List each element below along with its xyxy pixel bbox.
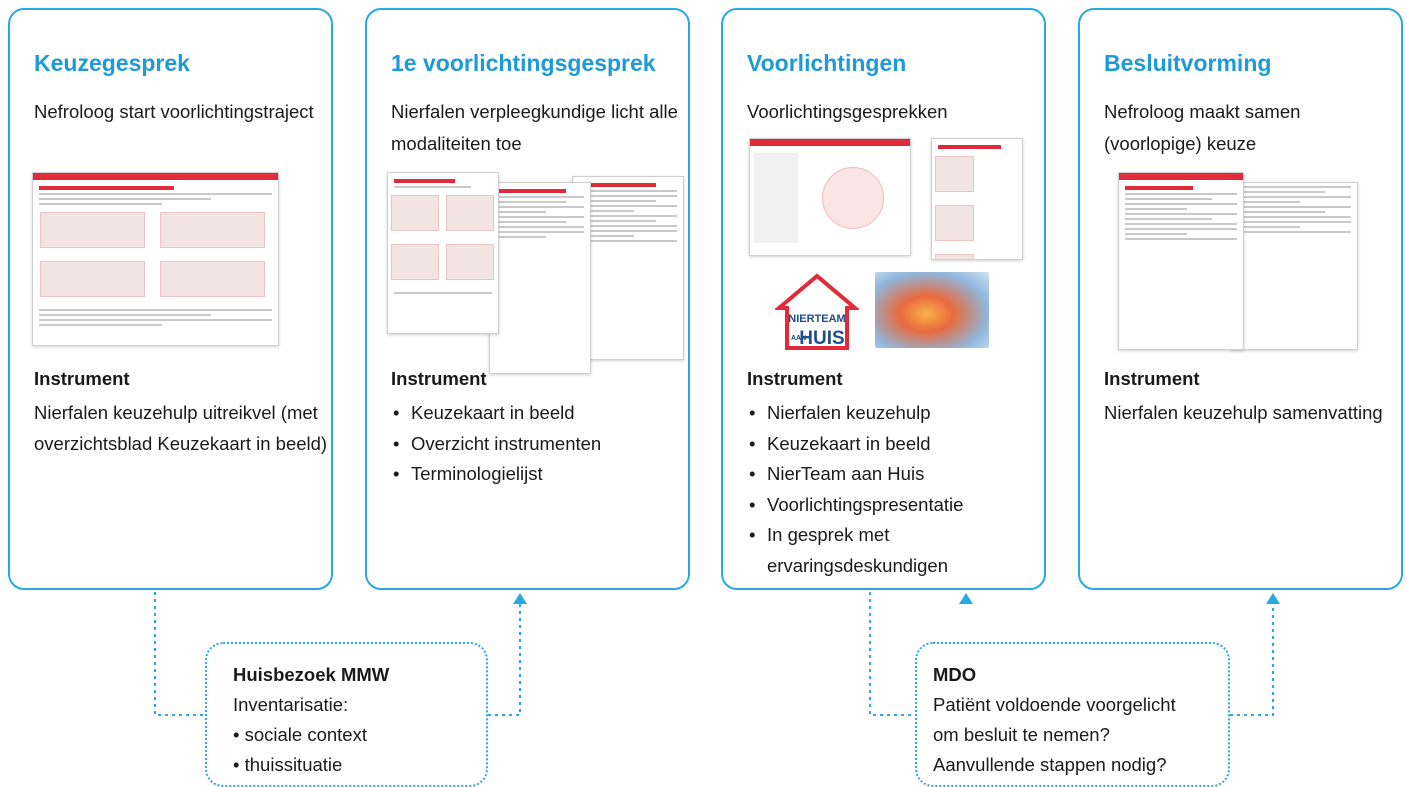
step-card-keuzegesprek: Keuzegesprek Nefroloog start voorlichtin…	[8, 8, 333, 590]
svg-text:HUIS: HUIS	[799, 328, 844, 349]
note-title: MDO	[933, 664, 977, 685]
list-item: In gesprek met ervaringsdeskundigen	[747, 520, 1042, 581]
note-line: Inventarisatie:	[233, 694, 349, 715]
note-line: • sociale context	[233, 724, 367, 745]
step-card-voorlichtingen: Voorlichtingen Voorlichtingsgesprekken N…	[721, 8, 1046, 590]
card-title: Voorlichtingen	[747, 50, 907, 76]
list-item: NierTeam aan Huis	[747, 459, 1042, 490]
document-thumbnail	[32, 172, 279, 346]
note-mdo: MDO Patiënt voldoende voorgelicht om bes…	[915, 642, 1230, 787]
arrow-up-icon	[513, 593, 527, 604]
list-item: Terminologielijst	[391, 459, 686, 490]
document-thumbnail	[1230, 182, 1358, 350]
list-item: Keuzekaart in beeld	[747, 429, 1042, 460]
card-body: Keuzekaart in beeld Overzicht instrument…	[391, 398, 686, 490]
list-item: Voorlichtingspresentatie	[747, 490, 1042, 521]
card-heading: Instrument	[391, 368, 487, 389]
document-thumbnail	[931, 138, 1023, 260]
document-thumbnail	[489, 182, 591, 374]
note-line: • thuissituatie	[233, 754, 343, 775]
list-item: Overzicht instrumenten	[391, 429, 686, 460]
document-thumbnail	[387, 172, 499, 334]
note-line: om besluit te nemen?	[933, 724, 1110, 745]
card-title: Keuzegesprek	[34, 50, 190, 76]
card-subtitle: Nierfalen verpleegkundige licht alle mod…	[391, 101, 678, 154]
svg-text:AAN: AAN	[791, 335, 806, 342]
card-heading: Instrument	[747, 368, 843, 389]
house-logo-icon: NIERTEAM AAN HUIS	[773, 273, 861, 350]
list-item: Keuzekaart in beeld	[391, 398, 686, 429]
card-subtitle: Nefroloog start voorlichtingstraject	[34, 101, 314, 122]
note-huisbezoek: Huisbezoek MMW Inventarisatie: • sociale…	[205, 642, 488, 787]
note-line: Aanvullende stappen nodig?	[933, 754, 1167, 775]
kidney-illustration	[875, 272, 989, 348]
step-card-voorlichtingsgesprek: 1e voorlichtingsgesprek Nierfalen verple…	[365, 8, 690, 590]
card-heading: Instrument	[34, 368, 130, 389]
card-subtitle: Nefroloog maakt samen (voorlopige) keuze	[1104, 101, 1301, 154]
card-subtitle: Voorlichtingsgesprekken	[747, 101, 948, 122]
arrow-up-icon	[959, 593, 973, 604]
step-card-besluitvorming: Besluitvorming Nefroloog maakt samen (vo…	[1078, 8, 1403, 590]
card-body: Nierfalen keuzehulp uitreikvel (met over…	[34, 402, 328, 454]
card-heading: Instrument	[1104, 368, 1200, 389]
website-thumbnail	[749, 138, 911, 256]
list-item: Nierfalen keuzehulp	[747, 398, 1042, 429]
card-body: Nierfalen keuzehulp Keuzekaart in beeld …	[747, 398, 1042, 581]
arrow-up-icon	[1266, 593, 1280, 604]
logo-text: NIERTEAM	[788, 313, 845, 325]
card-body: Nierfalen keuzehulp samenvatting	[1104, 402, 1383, 423]
card-title: 1e voorlichtingsgesprek	[391, 50, 656, 76]
note-title: Huisbezoek MMW	[233, 664, 390, 685]
nierteam-aan-huis-logo: NIERTEAM AAN HUIS	[773, 272, 861, 352]
note-line: Patiënt voldoende voorgelicht	[933, 694, 1176, 715]
card-title: Besluitvorming	[1104, 50, 1272, 76]
document-thumbnail	[1118, 172, 1244, 350]
